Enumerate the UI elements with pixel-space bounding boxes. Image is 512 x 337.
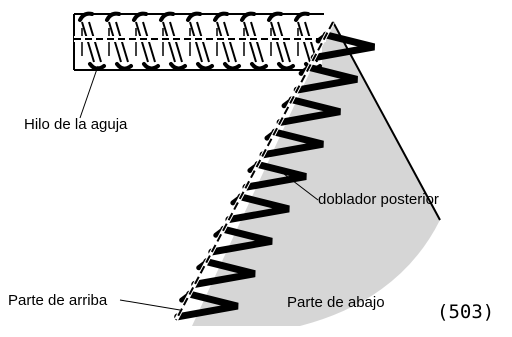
leader-needle-thread (79, 65, 99, 119)
upper-loop-top (159, 11, 175, 22)
figure-reference: (503) (437, 301, 495, 323)
upper-loop-bottom (250, 62, 268, 71)
label-rear-folder: doblador posterior (318, 191, 439, 208)
upper-loop-bottom (223, 62, 241, 71)
fabric-right-edge (332, 21, 441, 221)
upper-loop-top (78, 11, 94, 22)
upper-loop-bottom (277, 62, 295, 71)
label-top-side: Parte de arriba (8, 292, 108, 309)
upper-loop-top (213, 11, 229, 22)
seam-needle-line (175, 21, 334, 321)
seam-zigzag-loop (242, 161, 307, 191)
upper-loop-top (267, 11, 283, 22)
upper-loop-top (240, 11, 256, 22)
upper-loop-bottom (88, 62, 106, 71)
upper-loop-top (105, 11, 121, 22)
label-needle-thread: Hilo de la aguja (24, 116, 128, 133)
upper-loop-top (132, 11, 148, 22)
seam-zigzag-loop (225, 193, 290, 224)
leader-top-side (119, 299, 181, 311)
upper-loop-bottom (142, 62, 160, 71)
upper-loop-bottom (115, 62, 133, 71)
seam-zigzag-loop (276, 96, 341, 126)
fabric-panel (192, 22, 440, 326)
upper-loop-bottom (196, 62, 214, 71)
seam-zigzag-loop (208, 225, 273, 256)
seam-zigzag-loop (191, 258, 256, 288)
seam-zigzag-loop (259, 128, 324, 159)
upper-loop-top (294, 11, 310, 22)
leader-rear-folder (283, 173, 319, 201)
label-bottom-side: Parte de abajo (287, 294, 385, 311)
upper-loop-top (186, 11, 202, 22)
seam-zigzag-loop (293, 63, 358, 94)
upper-loop-bottom (169, 62, 187, 71)
seam-zigzag-loop (174, 290, 239, 321)
seam-zigzag-loop (310, 31, 376, 62)
